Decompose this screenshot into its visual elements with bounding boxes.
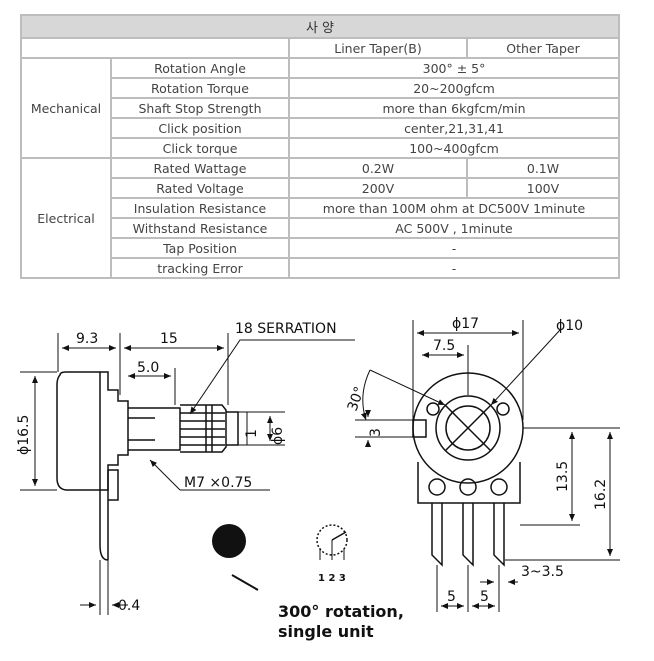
table-row: tracking Error - bbox=[22, 259, 618, 277]
row-value-b: 200V bbox=[290, 179, 466, 197]
table-row: Mechanical Rotation Angle 300° ± 5° bbox=[22, 59, 618, 157]
front-plate bbox=[100, 371, 129, 491]
row-label: Rotation Torque bbox=[112, 79, 288, 97]
bushing bbox=[128, 407, 181, 451]
rotation-symbol: 1 2 3 300° rotation, single unit bbox=[212, 524, 404, 641]
table-row: Withstand Resistance AC 500V , 1minute bbox=[22, 219, 618, 237]
dim-5-0: 5.0 bbox=[137, 360, 159, 376]
front-labels: ϕ17 ϕ10 7.5 30° 3 13.5 16.2 3~3.5 5 5 bbox=[345, 316, 609, 605]
row-value-b: 0.2W bbox=[290, 159, 466, 177]
dim-10: ϕ10 bbox=[556, 318, 583, 334]
row-value: AC 500V , 1minute bbox=[290, 219, 618, 237]
table-row: Click torque 100~400gfcm bbox=[22, 139, 618, 157]
row-label: Withstand Resistance bbox=[112, 219, 288, 237]
row-label: Rated Voltage bbox=[112, 179, 288, 197]
label-serration: 18 SERRATION bbox=[235, 321, 337, 337]
dim-9-3: 9.3 bbox=[76, 331, 98, 347]
dim-7-5: 7.5 bbox=[433, 338, 455, 354]
dim-5-right: 5 bbox=[480, 589, 489, 605]
table-row: Electrical Rated Wattage 0.2W 0.1W bbox=[22, 159, 618, 277]
row-value: - bbox=[290, 259, 618, 277]
header-other-taper: Other Taper bbox=[468, 39, 618, 57]
shaft-tip bbox=[226, 411, 239, 446]
table-row: Click position center,21,31,41 bbox=[22, 119, 618, 137]
table-row: Rated Voltage 200V 100V bbox=[22, 179, 618, 197]
row-value: - bbox=[290, 239, 618, 257]
terminal-pin bbox=[99, 470, 109, 561]
dim-1: 1 bbox=[244, 429, 260, 438]
bracket bbox=[108, 469, 119, 501]
row-value-other: 100V bbox=[468, 179, 618, 197]
table-row: Insulation Resistance more than 100M ohm… bbox=[22, 199, 618, 217]
dim-17: ϕ17 bbox=[452, 316, 479, 332]
row-value-other: 0.1W bbox=[468, 159, 618, 177]
dim-3: 3 bbox=[368, 428, 384, 437]
dim-3-3-5: 3~3.5 bbox=[521, 564, 564, 580]
row-label: Shaft Stop Strength bbox=[112, 99, 288, 117]
row-label: Click position bbox=[112, 119, 288, 137]
pin-hole bbox=[490, 478, 508, 496]
title-row: 사 양 bbox=[22, 16, 618, 37]
row-value: more than 6kgfcm/min bbox=[290, 99, 618, 117]
rotation-caption-2: single unit bbox=[278, 622, 374, 641]
table-title: 사 양 bbox=[22, 16, 618, 37]
header-row: Liner Taper(B) Other Taper bbox=[22, 39, 618, 57]
side-view bbox=[56, 371, 239, 561]
row-value: 100~400gfcm bbox=[290, 139, 618, 157]
group-electrical: Electrical bbox=[22, 159, 110, 277]
shaft-knurl bbox=[180, 404, 227, 453]
table-row: Shaft Stop Strength more than 6kgfcm/min bbox=[22, 99, 618, 117]
row-value: 300° ± 5° bbox=[290, 59, 618, 77]
dim-30: 30° bbox=[345, 385, 369, 414]
row-value: 20~200gfcm bbox=[290, 79, 618, 97]
front-dimensions bbox=[355, 320, 620, 612]
header-liner-taper: Liner Taper(B) bbox=[290, 39, 466, 57]
dim-6: ϕ6 bbox=[270, 427, 286, 445]
lower-body bbox=[417, 462, 521, 504]
shaft-outer bbox=[435, 395, 501, 461]
dim-0-4: 0.4 bbox=[118, 598, 140, 614]
dim-15: 15 bbox=[160, 331, 178, 347]
shaft-inner bbox=[445, 405, 491, 451]
row-label: Rated Wattage bbox=[112, 159, 288, 177]
pin bbox=[493, 503, 505, 567]
spec-table: 사 양 Liner Taper(B) Other Taper Mechanica… bbox=[20, 14, 620, 279]
dim-13-5: 13.5 bbox=[555, 461, 571, 492]
label-thread: M7 ×0.75 bbox=[184, 475, 252, 491]
row-value: more than 100M ohm at DC500V 1minute bbox=[290, 199, 618, 217]
resistor-symbol bbox=[316, 524, 348, 556]
pin-hole bbox=[428, 478, 446, 496]
row-label: tracking Error bbox=[112, 259, 288, 277]
front-view bbox=[412, 372, 524, 567]
row-label: Rotation Angle bbox=[112, 59, 288, 77]
pin bbox=[462, 503, 474, 567]
slot-line bbox=[444, 404, 492, 452]
housing-body bbox=[56, 371, 101, 491]
pin-hole bbox=[459, 478, 477, 496]
technical-drawing: 9.3 15 5.0 ϕ16.5 ϕ6 1 0.4 18 SERRATION M… bbox=[16, 316, 620, 641]
row-value: center,21,31,41 bbox=[290, 119, 618, 137]
dim-16-5: ϕ16.5 bbox=[16, 415, 32, 455]
side-labels: 9.3 15 5.0 ϕ16.5 ϕ6 1 0.4 18 SERRATION M… bbox=[16, 321, 337, 614]
side-dimensions bbox=[20, 333, 355, 615]
dot-symbol bbox=[212, 524, 246, 558]
tab-left bbox=[412, 419, 427, 438]
empty-header-cell bbox=[22, 39, 288, 57]
row-label: Insulation Resistance bbox=[112, 199, 288, 217]
table-row: Tap Position - bbox=[22, 239, 618, 257]
dim-16-2: 16.2 bbox=[593, 479, 609, 510]
pin-numbers: 1 2 3 bbox=[318, 573, 346, 584]
table-row: Rotation Torque 20~200gfcm bbox=[22, 79, 618, 97]
dim-5-left: 5 bbox=[447, 589, 456, 605]
row-label: Tap Position bbox=[112, 239, 288, 257]
pin bbox=[431, 503, 443, 567]
row-label: Click torque bbox=[112, 139, 288, 157]
rotation-caption-1: 300° rotation, bbox=[278, 602, 404, 621]
group-mechanical: Mechanical bbox=[22, 59, 110, 157]
spec-table-container: 사 양 Liner Taper(B) Other Taper Mechanica… bbox=[20, 14, 620, 279]
